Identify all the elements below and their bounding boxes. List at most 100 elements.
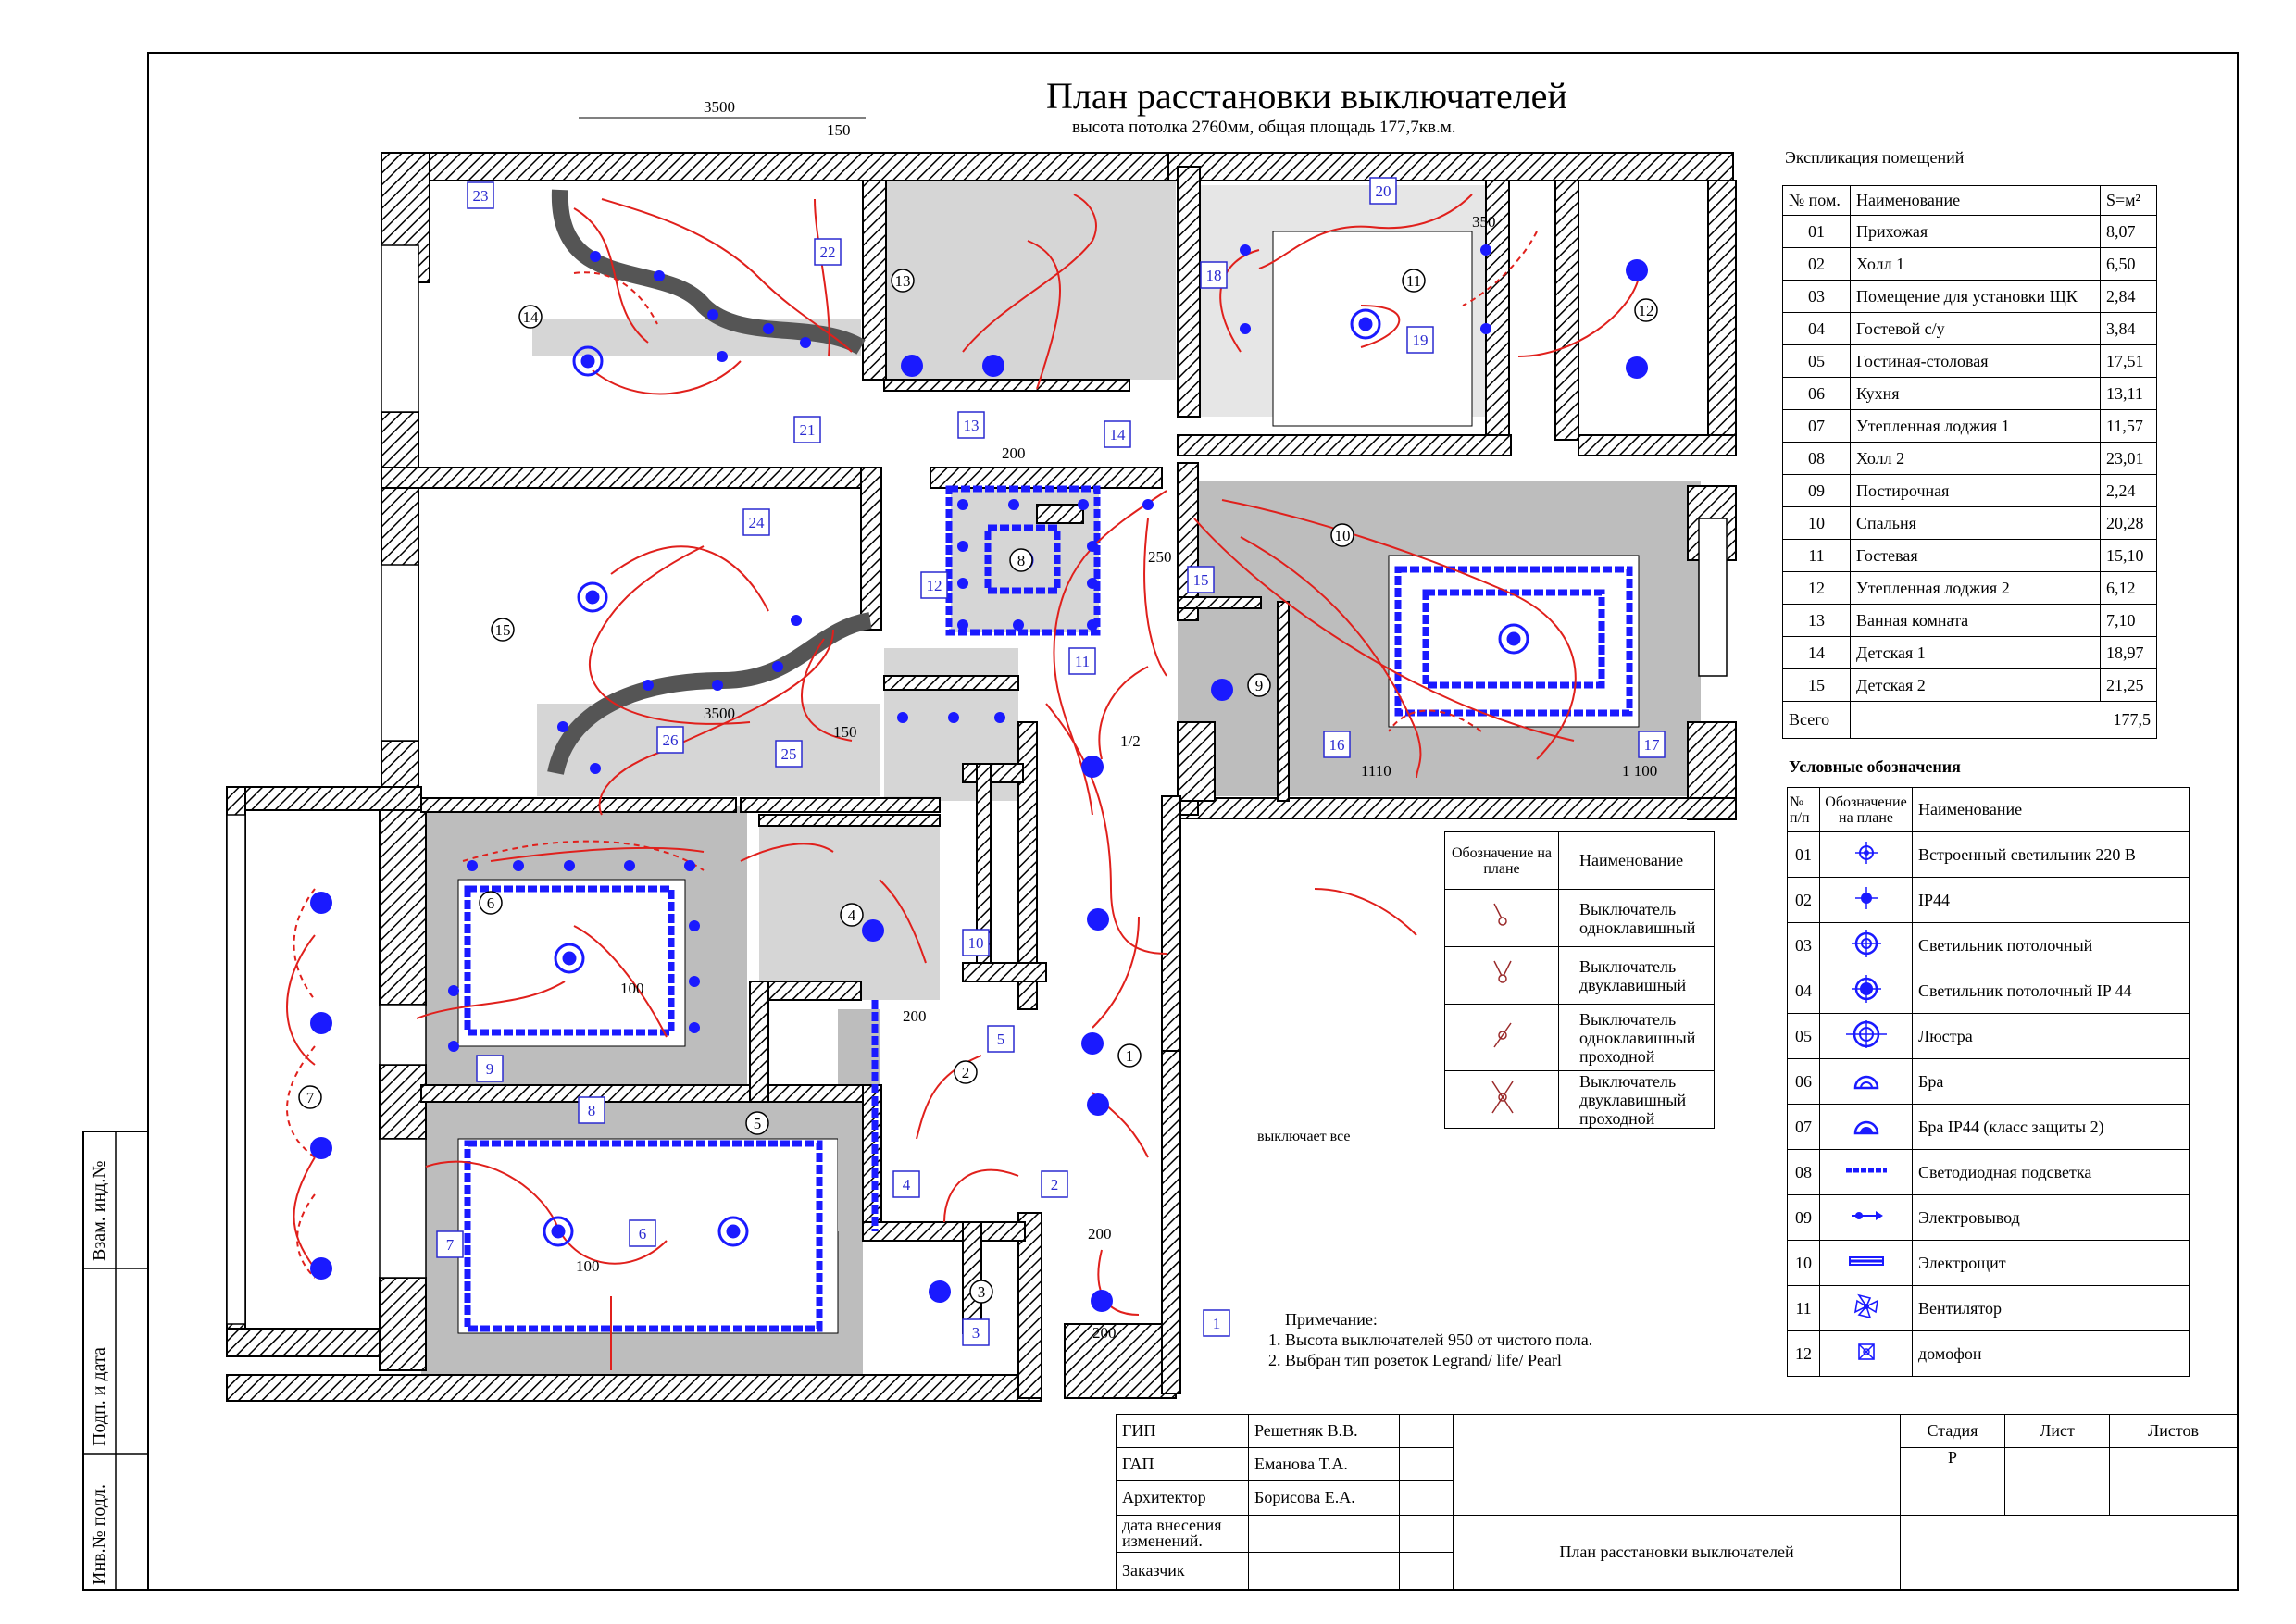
legend-num: 09 [1787, 1194, 1820, 1241]
svg-text:5: 5 [754, 1115, 762, 1132]
svg-text:26: 26 [663, 731, 679, 749]
room-area: 2,84 [2100, 280, 2157, 313]
drawing-frame [147, 52, 2239, 1591]
room-name: Гостиная-столовая [1850, 344, 2101, 378]
room-name: Гостевой с/у [1850, 312, 2101, 345]
svg-text:13: 13 [964, 417, 980, 434]
legend-name: Светильник потолочный IP 44 [1912, 968, 2190, 1014]
ceiling-lights-ip44 [310, 259, 1648, 1312]
recessed-lights [448, 244, 1491, 1052]
page-title: План расстановки выключателей [1046, 75, 1567, 117]
legend-col-name: Наименование [1912, 787, 2190, 832]
svg-text:1: 1 [1213, 1315, 1221, 1332]
room-name: Детская 2 [1850, 668, 2101, 702]
sconce-icon [1819, 1058, 1913, 1105]
svg-text:19: 19 [1413, 331, 1429, 349]
legend-num: 11 [1787, 1285, 1820, 1331]
room-num: 02 [1782, 247, 1851, 281]
tb-stage-label: Стадия [1900, 1413, 2005, 1449]
room-area: 8,07 [2100, 215, 2157, 248]
electrical-outlet-icon [1819, 1194, 1913, 1241]
room-num: 13 [1782, 604, 1851, 637]
legend-col-symbol: Обозначение на плане [1819, 787, 1913, 832]
room-name: Кухня [1850, 377, 2101, 410]
room-area: 2,24 [2100, 474, 2157, 507]
rooms-col-area: S=м² [2100, 185, 2157, 216]
svg-text:200: 200 [1088, 1225, 1112, 1243]
legend-num: 12 [1787, 1330, 1820, 1377]
svg-text:7: 7 [306, 1089, 315, 1106]
wiring-dashed [286, 231, 1538, 1279]
svg-text:25: 25 [781, 745, 797, 763]
legend-name: Бра IP44 (класс защиты 2) [1912, 1104, 2190, 1150]
room-num: 11 [1782, 539, 1851, 572]
double-switch-icon [1444, 946, 1559, 1005]
tb-name-1: Решетняк В.В. [1248, 1413, 1400, 1449]
legend-name: IP44 [1912, 877, 2190, 923]
tb-name-4 [1248, 1514, 1400, 1553]
recessed-light-ip44-icon [1819, 877, 1913, 923]
svg-text:9: 9 [1255, 677, 1264, 694]
switch-legend-name: Выключатель двуклавишный проходной [1558, 1070, 1715, 1129]
annotation-text: выключает все [1257, 1129, 1351, 1144]
svg-text:4: 4 [848, 906, 856, 924]
legend-num: 03 [1787, 922, 1820, 968]
svg-text:100: 100 [620, 980, 644, 997]
svg-text:2: 2 [1051, 1176, 1059, 1193]
svg-text:1: 1 [1126, 1047, 1134, 1065]
switch-legend-table: Обозначение на плане Наименование Выключ… [1444, 831, 1715, 1129]
svg-text:200: 200 [903, 1007, 927, 1025]
svg-text:14: 14 [523, 308, 540, 326]
room-num: 07 [1782, 409, 1851, 443]
tb-role-1: ГИП [1116, 1413, 1249, 1449]
wiring [286, 194, 1640, 1370]
ceiling-light-icon [1819, 922, 1913, 968]
legend-num: 07 [1787, 1104, 1820, 1150]
room-name: Прихожая [1850, 215, 2101, 248]
svg-text:24: 24 [749, 514, 766, 531]
legend-num: 04 [1787, 968, 1820, 1014]
room-num: 04 [1782, 312, 1851, 345]
svg-text:100: 100 [576, 1257, 600, 1275]
single-switch-icon [1444, 889, 1559, 947]
legend-caption: Условные обозначения [1789, 757, 1961, 776]
svg-text:23: 23 [473, 187, 489, 205]
svg-text:9: 9 [486, 1060, 494, 1078]
room-num: 03 [1782, 280, 1851, 313]
rooms-caption: Экспликация помещений [1785, 148, 1965, 167]
svg-text:21: 21 [800, 421, 816, 439]
room-area: 13,11 [2100, 377, 2157, 410]
svg-text:6: 6 [639, 1225, 647, 1243]
tb-stage-value: Р [1900, 1447, 2005, 1516]
room-num: 05 [1782, 344, 1851, 378]
legend-name: Бра [1912, 1058, 2190, 1105]
tb-role-5: Заказчик [1116, 1551, 1249, 1591]
svg-text:13: 13 [895, 272, 911, 290]
svg-text:10: 10 [1335, 527, 1351, 544]
svg-text:15: 15 [1193, 571, 1209, 589]
svg-text:16: 16 [1329, 736, 1345, 754]
tb-sheet-label: Лист [2004, 1413, 2110, 1449]
legend-name: Электрощит [1912, 1240, 2190, 1286]
led-strips [464, 485, 1633, 1332]
legend-num: 01 [1787, 831, 1820, 878]
room-name: Утепленная лоджия 1 [1850, 409, 2101, 443]
room-num: 06 [1782, 377, 1851, 410]
svg-text:1110: 1110 [1361, 762, 1391, 780]
svg-text:3: 3 [978, 1283, 986, 1301]
svg-text:15: 15 [495, 621, 511, 639]
rooms-col-name: Наименование [1850, 185, 2101, 216]
svg-text:3500: 3500 [704, 705, 735, 722]
legend-table: № п/п Обозначение на плане Наименование … [1787, 787, 2190, 1377]
room-area: 7,10 [2100, 604, 2157, 637]
